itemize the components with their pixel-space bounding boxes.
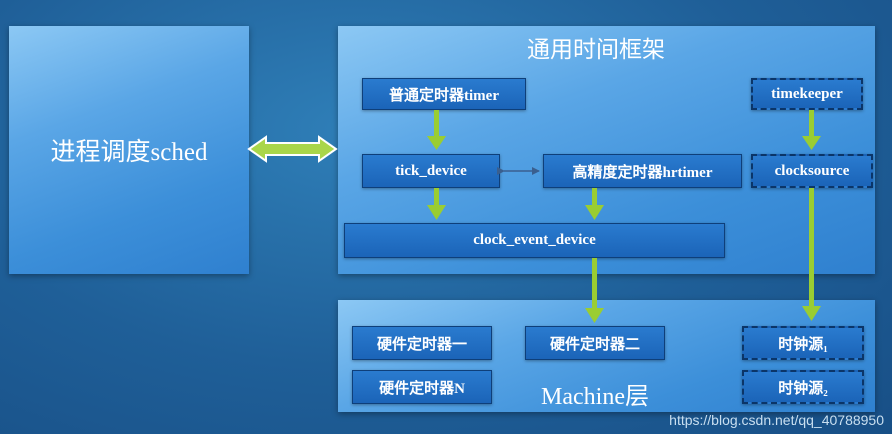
sched-label: 进程调度sched (50, 139, 208, 166)
timekeeper-box: timekeeper (751, 78, 863, 110)
clocksource-box: clocksource (751, 154, 873, 188)
clock-src-2-box: 时钟源₂ (742, 370, 864, 404)
sched-panel: 进程调度sched (9, 26, 249, 274)
timer-box: 普通定时器timer (362, 78, 526, 110)
clock-event-device-box: clock_event_device (344, 223, 725, 258)
timer-to-tick-arrow (427, 110, 446, 150)
hw-timer-n-box: 硬件定时器N (352, 370, 492, 404)
ced-to-hwtimer2-arrow (585, 258, 604, 323)
tick-to-ced-arrow (427, 188, 446, 220)
clocksource-to-clocksrc1-arrow (802, 188, 821, 321)
sched-framework-double-arrow (247, 135, 338, 163)
machine-title: Machine层 (541, 384, 649, 410)
timekeeper-to-clocksource-arrow (802, 110, 821, 150)
hrtimer-box: 高精度定时器hrtimer (543, 154, 742, 188)
framework-title: 通用时间框架 (527, 37, 665, 62)
hw-timer-2-box: 硬件定时器二 (525, 326, 665, 360)
hw-timer-1-box: 硬件定时器一 (352, 326, 492, 360)
hrtimer-to-ced-arrow (585, 188, 604, 220)
tick-device-box: tick_device (362, 154, 500, 188)
clock-src-1-box: 时钟源₁ (742, 326, 864, 360)
watermark-text: https://blog.csdn.net/qq_40788950 (669, 412, 884, 428)
